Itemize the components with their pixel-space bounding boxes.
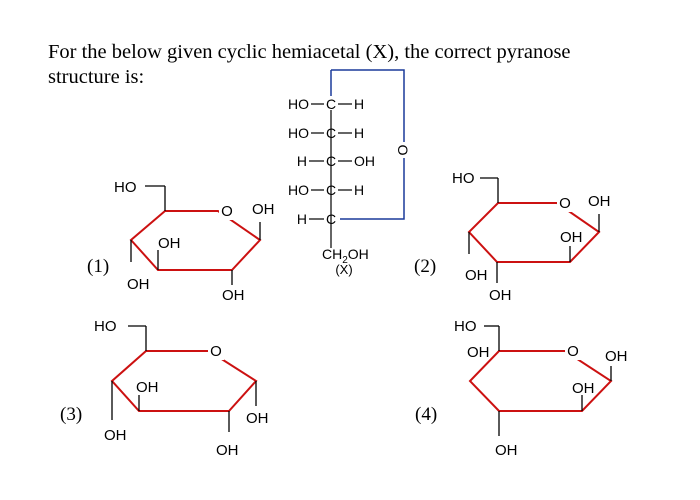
c4-right-label: H bbox=[354, 182, 364, 198]
c2-center-label: C bbox=[326, 125, 336, 141]
option-3-oxygen-bg bbox=[208, 342, 224, 360]
option-2-c3-oh: OH bbox=[489, 287, 512, 304]
c1-center-label: C bbox=[326, 96, 336, 112]
c3-right-label: OH bbox=[354, 153, 375, 169]
option-2-ring-oxygen: O bbox=[559, 195, 571, 212]
ring-oxygen-label: O bbox=[395, 144, 411, 155]
option-4-number: (4) bbox=[415, 404, 437, 425]
option-2-ch2oh-label: HO bbox=[452, 170, 475, 187]
option-1-structure: (1) HO O OH OH OH OH bbox=[87, 179, 275, 304]
ring-link-bottom bbox=[340, 158, 405, 220]
option-3-c2b-oh: OH bbox=[216, 442, 239, 459]
option-4-c4-oh: OH bbox=[467, 344, 490, 361]
option-2-oxygen-bg bbox=[557, 194, 573, 212]
question-text: For the below given cyclic hemiacetal (X… bbox=[48, 41, 571, 88]
c2-right-label: H bbox=[354, 125, 364, 141]
ring-link-top bbox=[331, 69, 405, 142]
option-3-c3-oh: OH bbox=[136, 379, 159, 396]
c2-left-label: HO bbox=[288, 125, 309, 141]
c5-left-label: H bbox=[297, 211, 307, 227]
option-1-ring bbox=[129, 210, 262, 271]
c6-label: CH2OH bbox=[322, 246, 369, 266]
c5-center-label: C bbox=[326, 211, 336, 227]
c3-center-label: C bbox=[326, 153, 336, 169]
compound-x-label: (X) bbox=[335, 262, 352, 277]
option-2-structure: (2) HO O OH OH OH OH bbox=[414, 170, 611, 304]
option-2-c2-oh: OH bbox=[560, 229, 583, 246]
option-1-ring-oxygen: O bbox=[221, 203, 233, 220]
option-1-c4-oh: OH bbox=[127, 276, 150, 293]
fischer-projection: HO C H HO C H H C OH HO C H H C CH2OH (X… bbox=[288, 69, 411, 277]
option-3-ring bbox=[110, 350, 258, 412]
option-1-c3-oh: OH bbox=[158, 235, 181, 252]
option-1-oxygen-bg bbox=[219, 202, 235, 220]
option-2-c4-oh: OH bbox=[465, 267, 488, 284]
option-3-ch2oh-label: HO bbox=[94, 318, 117, 335]
option-3-structure: (3) HO O OH OH OH OH bbox=[60, 318, 269, 459]
option-3-ring-oxygen: O bbox=[210, 343, 222, 360]
option-4-ring-oxygen: O bbox=[567, 343, 579, 360]
c1-left-label: HO bbox=[288, 96, 309, 112]
option-4-c2-oh: OH bbox=[572, 380, 595, 397]
option-1-anomeric-oh: OH bbox=[252, 201, 275, 218]
option-1-ch2oh-label: HO bbox=[114, 179, 137, 196]
option-1-c2-oh: OH bbox=[222, 287, 245, 304]
option-4-oxygen-bg bbox=[565, 342, 581, 360]
option-4-anomeric-oh: OH bbox=[605, 348, 628, 365]
c1-right-label: H bbox=[354, 96, 364, 112]
option-2-number: (2) bbox=[414, 256, 436, 277]
option-3-c4-oh: OH bbox=[104, 427, 127, 444]
option-3-c2-oh: OH bbox=[246, 410, 269, 427]
option-3-number: (3) bbox=[60, 404, 82, 425]
c4-center-label: C bbox=[326, 182, 336, 198]
option-4-ch2oh-label: HO bbox=[454, 318, 477, 335]
c3-left-label: H bbox=[297, 153, 307, 169]
option-4-c3-oh: OH bbox=[495, 442, 518, 459]
option-2-anomeric-oh: OH bbox=[588, 193, 611, 210]
option-4-structure: (4) HO OH O OH OH OH bbox=[415, 318, 628, 459]
option-1-number: (1) bbox=[87, 256, 109, 277]
c4-left-label: HO bbox=[288, 182, 309, 198]
ring-oxygen-bg bbox=[397, 142, 411, 158]
